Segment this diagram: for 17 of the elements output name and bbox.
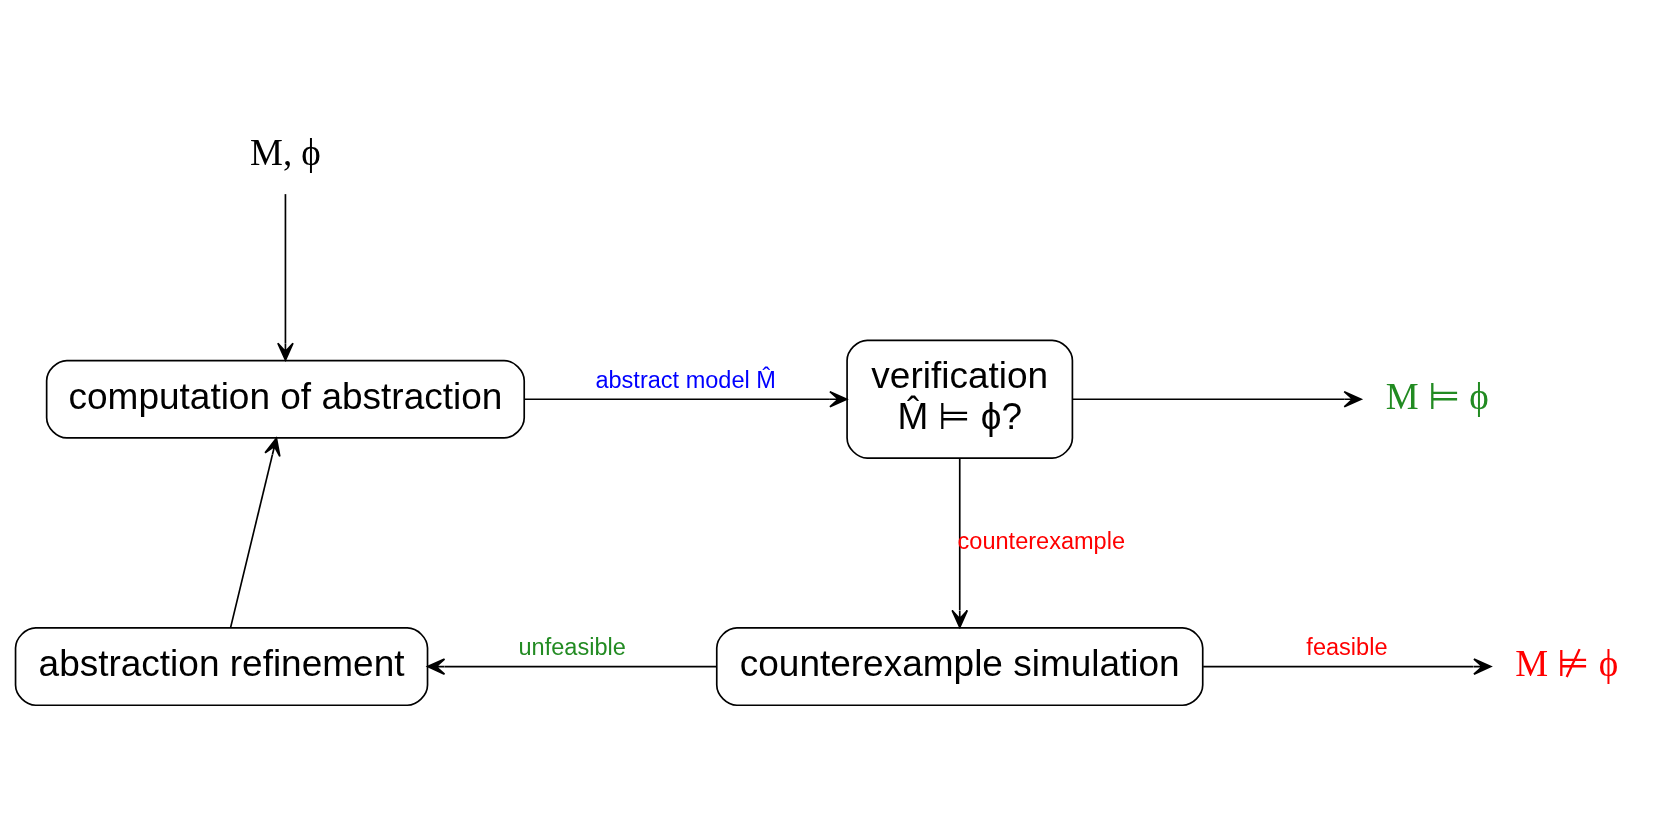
node-text: M, ϕ xyxy=(250,131,321,173)
arrow xyxy=(1071,390,1362,408)
node-box: verification M̂ ⊨ ϕ? xyxy=(846,339,1074,459)
node-box: counterexample simulation xyxy=(715,626,1204,706)
arrow xyxy=(277,192,294,361)
arrow xyxy=(229,436,281,629)
node-text: M ⊭ ϕ xyxy=(1515,642,1619,684)
edge-label: unfeasible xyxy=(518,633,626,660)
edge-label: feasible xyxy=(1306,633,1388,660)
node-box: abstraction refinement xyxy=(14,626,429,706)
arrow xyxy=(1202,657,1492,675)
node-box: computation of abstraction xyxy=(45,359,526,439)
arrow xyxy=(523,390,848,408)
arrow xyxy=(951,456,969,628)
edge-label: abstract model M̂ xyxy=(595,366,776,393)
node-text: M ⊨ ϕ xyxy=(1385,375,1489,417)
arrow xyxy=(426,657,718,675)
